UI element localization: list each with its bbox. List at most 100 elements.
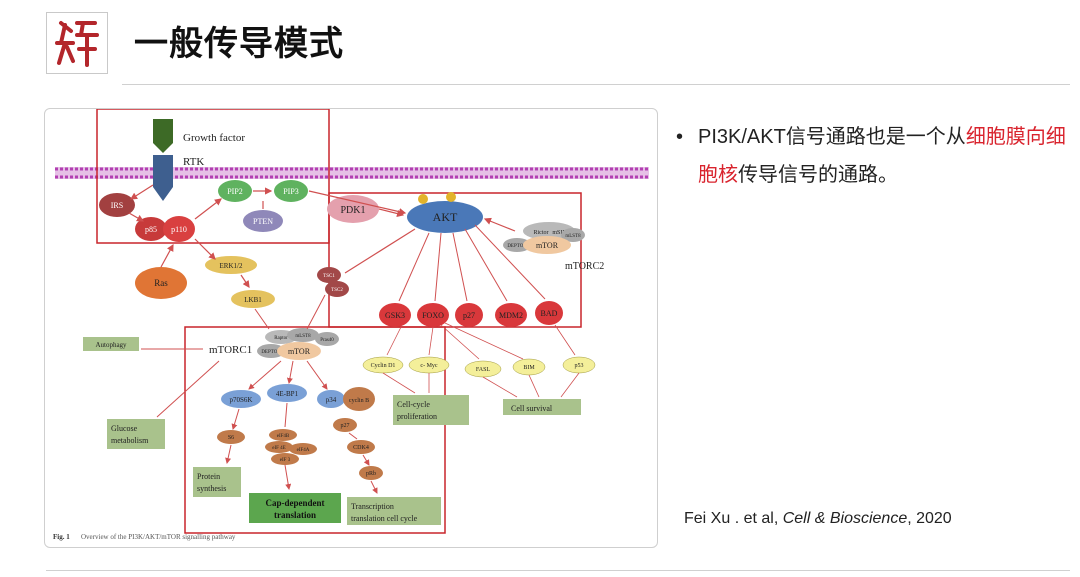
label-ras: Ras	[154, 278, 168, 288]
label-rictor: Rictor	[534, 230, 549, 236]
prb-node	[359, 466, 383, 480]
pten-node	[243, 210, 283, 232]
glucose-box	[107, 419, 165, 449]
eif4a-node	[289, 443, 317, 455]
title-divider	[122, 84, 1070, 85]
label-capdep-1: Cap-dependent	[265, 498, 324, 508]
label-s6: S6	[228, 435, 234, 441]
label-bad: BAD	[541, 309, 558, 318]
link-foxo-fasl	[440, 324, 480, 360]
p27b-node	[333, 418, 357, 432]
label-pip3: PIP3	[283, 187, 299, 196]
inhibit-akt-bad	[474, 224, 546, 300]
label-trans-2: translation cell cycle	[351, 514, 418, 523]
label-akt: AKT	[433, 210, 458, 224]
label-foxo: FOXO	[422, 311, 444, 320]
link-foxo-cmyc	[428, 326, 434, 356]
foxo-node	[417, 303, 449, 327]
bullet-marker: •	[676, 126, 684, 148]
mtor-c2-node	[523, 236, 571, 254]
label-protein-1: Protein	[197, 472, 220, 481]
p110-node	[163, 216, 195, 242]
rtk-tail-shape	[153, 187, 173, 201]
inhibit-lkb1-mtorc1	[254, 308, 270, 330]
pras40-node	[315, 332, 339, 346]
label-eif4b: eIF4B	[277, 434, 290, 439]
mtorc1-frame	[184, 326, 446, 534]
inhibit-p53-survival	[560, 372, 580, 398]
label-tsc2: TSC2	[331, 288, 343, 293]
p85-node	[135, 217, 167, 241]
eif3-node	[271, 453, 299, 465]
label-cyclin-b: cyclin B	[349, 398, 369, 404]
bullet-point: • PI3K/AKT信号通路也是一个从细胞膜向细胞核传导信号的通路。	[676, 118, 1072, 194]
arrow-ras-p110	[160, 243, 174, 268]
caption-label: Fig. 1	[53, 533, 70, 541]
arrow-mtorc2-akt	[483, 217, 516, 232]
cell-cycle-box	[393, 395, 469, 425]
deptor-c1-node	[257, 344, 285, 358]
gsk3-node	[379, 303, 411, 327]
caption-text: Overview of the PI3K/AKT/mTOR signalling…	[81, 533, 236, 541]
label-bim: BIM	[523, 365, 535, 371]
label-erk: ERK1/2	[220, 262, 243, 270]
pip2-node	[218, 180, 252, 202]
label-tsc1: TSC1	[323, 274, 335, 279]
label-irs: IRS	[111, 201, 123, 210]
eif4e-node	[265, 441, 293, 453]
lkb1-node	[231, 290, 275, 308]
pip3-node	[274, 180, 308, 202]
cell-membrane	[55, 167, 649, 179]
label-mlst8-c1: mLST8	[295, 334, 311, 339]
label-protein-2: synthesis	[197, 484, 226, 493]
cyclin-b-node	[343, 387, 375, 411]
ras-node	[135, 267, 187, 299]
label-cell-cycle-2: proliferation	[397, 412, 437, 421]
arrow-eif-capdep	[284, 464, 292, 490]
mtor-c1-node	[277, 342, 321, 360]
pathway-diagram: Growth factor RTK IRS p85 p110 PIP2 PIP3…	[53, 109, 649, 541]
label-glucose-1: Glucose	[111, 424, 138, 433]
label-cyclin-d1: Cyclin D1	[371, 363, 396, 369]
label-p27b: p27	[341, 423, 350, 429]
deptor-c2-node	[503, 238, 531, 252]
p27-node	[455, 303, 483, 327]
label-raptor: Raptor	[274, 336, 288, 341]
label-cell-survival: Cell survival	[511, 404, 553, 413]
label-ebp1: 4E-BP1	[276, 390, 299, 398]
arrow-cdk4-prb	[362, 454, 370, 466]
label-cell-cycle-1: Cell-cycle	[397, 400, 430, 409]
arrow-p110-pip2	[194, 198, 222, 220]
label-msin1: mSIN1	[552, 230, 569, 236]
tsc2-node	[325, 281, 349, 297]
irs-node	[99, 193, 135, 217]
inhibit-akt-tsc	[344, 228, 416, 274]
label-autophagy: Autophagy	[95, 341, 127, 349]
label-pip2: PIP2	[227, 187, 243, 196]
label-mtorc1: mTORC1	[209, 344, 252, 356]
cdk4-node	[347, 440, 375, 454]
label-mtor-c1: mTOR	[288, 347, 311, 356]
label-mlst8-c2: mLST8	[565, 234, 581, 239]
membrane-frame	[96, 109, 330, 244]
arrow-mtor-4ebp1	[286, 360, 294, 384]
arrow-s6-protein	[225, 444, 232, 464]
inhibit-bad-p53	[554, 324, 576, 356]
arrow-erk-lkb1	[240, 274, 250, 288]
inhibit-akt-foxo	[434, 232, 442, 302]
inhibit-akt-p27	[452, 232, 468, 302]
rtk-shape	[153, 155, 173, 187]
inhibit-bim-survival	[528, 374, 540, 398]
inhibit-p27-cdk4	[348, 432, 358, 440]
label-capdep-2: translation	[274, 510, 316, 520]
inhibit-4ebp1-eif	[284, 402, 288, 428]
arrow-rtk-irs	[129, 184, 154, 200]
label-mdm2: MDM2	[499, 311, 523, 320]
p70s6k-node	[221, 390, 261, 408]
arrow-prb-transcription	[370, 480, 378, 494]
akt-node	[407, 201, 483, 233]
link-cyclind1-cellcycle	[382, 372, 416, 394]
bullet-highlight-1: 细胞膜向	[965, 126, 1046, 148]
label-p53: p53	[575, 363, 584, 369]
citation-authors: Fei Xu . et al,	[684, 510, 783, 527]
